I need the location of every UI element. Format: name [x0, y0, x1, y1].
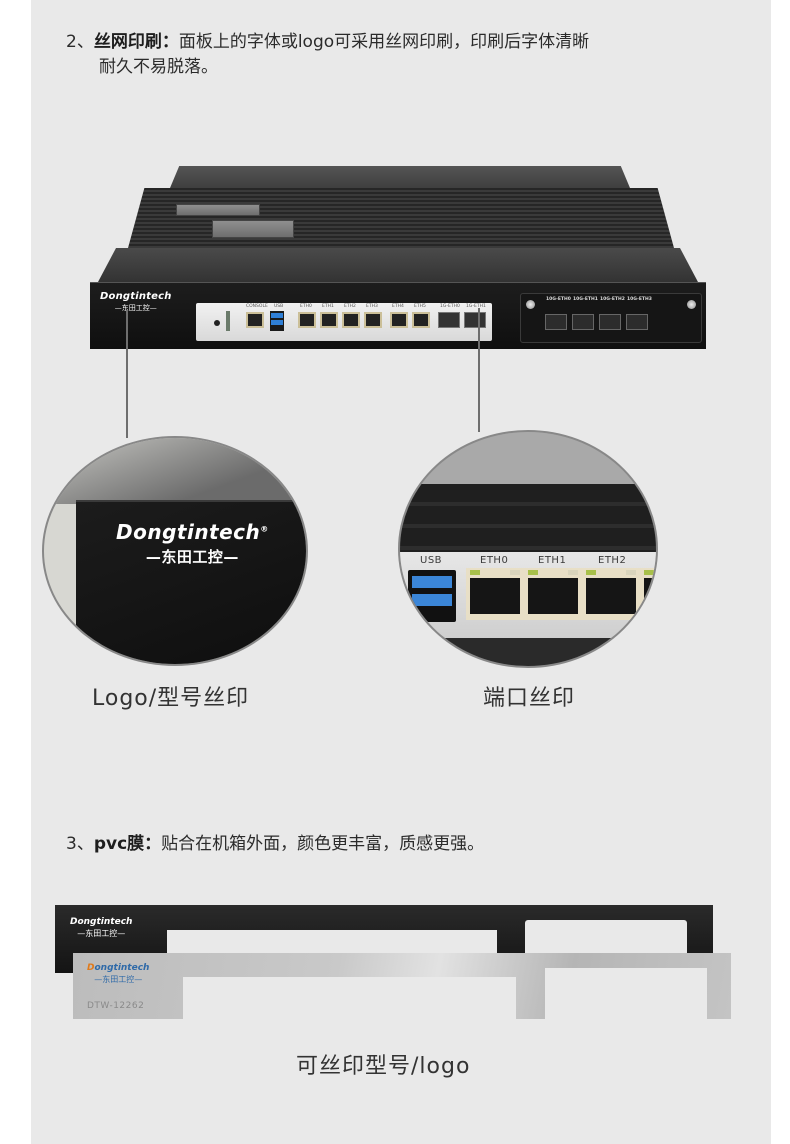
eth-label: ETH4 [392, 304, 404, 309]
eth-port [390, 312, 408, 328]
zoom-brand-en: Dongtintech [116, 520, 261, 544]
zoom-brand-logo: Dongtintech® —东田工控— [116, 520, 269, 567]
section-3-text: 3、pvc膜：贴合在机箱外面，颜色更丰富，质感更强。 [66, 832, 726, 857]
module-label: 10G-ETH1 [573, 297, 598, 302]
chassis-fins [400, 484, 656, 552]
module-label: 10G-ETH0 [546, 297, 571, 302]
leader-line-port [478, 308, 480, 432]
section-3-body: 贴合在机箱外面，颜色更丰富，质感更强。 [161, 834, 485, 854]
reset-button [214, 320, 220, 326]
zoom-eth-label: ETH2 [598, 555, 627, 566]
logo-zoom-circle: Dongtintech® —东田工控— [42, 436, 308, 666]
section-3-title: pvc膜： [93, 834, 162, 854]
silver-film-logo: Dongtintech —东田工控— [87, 963, 149, 985]
eth-port [412, 312, 430, 328]
eth-port [298, 312, 316, 328]
sfp-label: 1G-ETH1 [466, 304, 486, 309]
sfp-10g-port [572, 314, 594, 330]
zoom-eth-port [466, 568, 524, 620]
console-port [246, 312, 264, 328]
10g-module: 10G-ETH0 10G-ETH1 10G-ETH2 10G-ETH3 [520, 293, 702, 343]
status-leds [226, 311, 230, 331]
usb-port [270, 311, 284, 331]
device-front-panel: Dongtintech —东田工控— CONSOLE USB ETH0 ETH1… [90, 282, 706, 349]
registered-mark: ® [260, 524, 269, 534]
device-plate [176, 204, 260, 216]
zoom-usb-port [408, 570, 456, 622]
device-logo: Dongtintech —东田工控— [100, 291, 172, 313]
leader-line-logo [126, 310, 128, 438]
pvc-film-silver: Dongtintech —东田工控— DTW-12262 [73, 953, 731, 1019]
eth-label: ETH5 [414, 304, 426, 309]
eth-port [364, 312, 382, 328]
chassis-top-edge [44, 438, 306, 504]
silver-film-brand-en: Dongtintech [87, 963, 150, 973]
console-label: CONSOLE [246, 304, 268, 309]
zoom-eth-port [640, 568, 656, 620]
film-cutout [545, 968, 707, 1019]
server-device-image: Dongtintech —东田工控— CONSOLE USB ETH0 ETH1… [90, 166, 706, 349]
sfp-10g-port [545, 314, 567, 330]
chassis-front-black [76, 500, 306, 664]
device-plate [212, 220, 294, 238]
sfp-label: 1G-ETH0 [440, 304, 460, 309]
eth-port [320, 312, 338, 328]
section-2-title: 丝网印刷： [93, 32, 179, 52]
black-film-brand-en: Dongtintech [70, 917, 133, 927]
screw-icon [687, 300, 696, 309]
module-label: 10G-ETH2 [600, 297, 625, 302]
device-logo-cn: —东田工控— [114, 304, 157, 312]
logo-caption: Logo/型号丝印 [92, 686, 250, 711]
zoom-usb-label: USB [420, 555, 443, 566]
sfp-port [464, 312, 486, 328]
eth-label: ETH2 [344, 304, 356, 309]
chassis-band [400, 432, 656, 484]
usb-label: USB [274, 304, 284, 309]
sfp-port [438, 312, 460, 328]
pvc-caption: 可丝印型号/logo [296, 1054, 471, 1079]
eth-label: ETH3 [366, 304, 378, 309]
sfp-10g-port [626, 314, 648, 330]
device-lid [98, 248, 698, 282]
device-logo-en: Dongtintech [100, 291, 172, 302]
section-2-text: 2、丝网印刷：面板上的字体或logo可采用丝网印刷，印刷后字体清晰 耐久不易脱落… [66, 30, 726, 80]
film-cutout [183, 977, 516, 1019]
film-model-number: DTW-12262 [87, 1001, 145, 1011]
sfp-10g-port [599, 314, 621, 330]
io-panel: CONSOLE USB ETH0 ETH1 ETH2 ETH3 ETH4 ETH… [196, 303, 492, 341]
eth-label: ETH0 [300, 304, 312, 309]
zoom-eth-label: ETH1 [538, 555, 567, 566]
zoom-eth-port [582, 568, 640, 620]
module-label: 10G-ETH3 [627, 297, 652, 302]
screw-icon [526, 300, 535, 309]
section-3-number: 3、 [66, 834, 94, 854]
zoom-brand-cn: —东田工控— [145, 548, 239, 566]
zoom-eth-port [524, 568, 582, 620]
eth-label: ETH1 [322, 304, 334, 309]
port-zoom-circle: USB ETH0 ETH1 ETH2 [398, 430, 658, 668]
device-top-cover [170, 166, 630, 188]
device-heatsink-fins [128, 188, 674, 248]
zoom-eth-label: ETH0 [480, 555, 509, 566]
section-2-number: 2、 [66, 32, 94, 52]
black-film-brand-cn: —东田工控— [77, 929, 126, 938]
black-film-logo: Dongtintech —东田工控— [70, 917, 132, 939]
section-2-body-line2: 耐久不易脱落。 [99, 57, 218, 77]
section-2-body-line1: 面板上的字体或logo可采用丝网印刷，印刷后字体清晰 [178, 32, 590, 52]
port-caption: 端口丝印 [483, 686, 576, 711]
chassis-bottom [400, 638, 656, 666]
eth-port [342, 312, 360, 328]
silver-film-brand-cn: —东田工控— [94, 975, 143, 984]
